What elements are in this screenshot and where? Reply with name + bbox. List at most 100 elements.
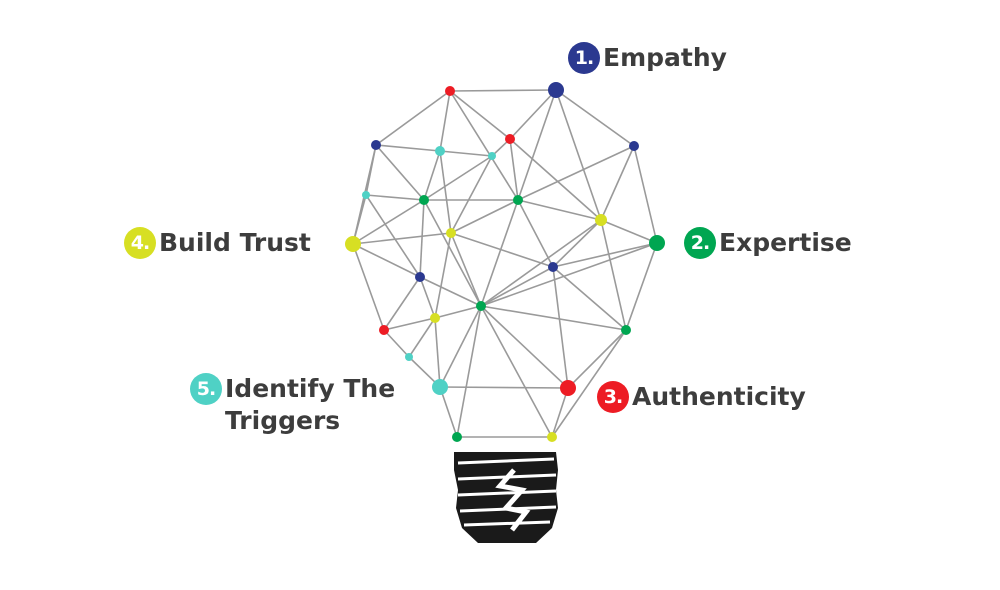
- network-node: [547, 432, 557, 442]
- network-edge: [552, 219, 602, 268]
- network-edge: [383, 276, 421, 331]
- network-node: [345, 236, 361, 252]
- network-node: [629, 141, 639, 151]
- network-node: [548, 82, 564, 98]
- network-edge: [383, 329, 410, 358]
- network-node: [476, 301, 486, 311]
- network-edge: [450, 232, 482, 307]
- network-edge: [434, 232, 452, 319]
- number-badge: 2.: [684, 227, 716, 259]
- network-edge: [480, 305, 569, 389]
- network-edge: [509, 138, 602, 221]
- network-edge: [439, 150, 493, 157]
- network-node: [430, 313, 440, 323]
- item-label: Authenticity: [632, 382, 806, 411]
- network-edge: [450, 232, 554, 268]
- network-node: [432, 379, 448, 395]
- network-edge: [456, 305, 482, 438]
- network-edge: [383, 317, 436, 331]
- network-edge: [419, 276, 482, 307]
- network-edge: [419, 199, 425, 278]
- network-edge: [423, 155, 493, 201]
- network-edge: [517, 145, 635, 201]
- network-edge: [600, 145, 635, 221]
- network-edge: [480, 305, 553, 438]
- network-node: [488, 152, 496, 160]
- network-edge: [551, 329, 627, 438]
- network-edge: [633, 145, 658, 244]
- network-edge: [552, 266, 627, 331]
- network-edge: [352, 243, 421, 278]
- number-badge: 4.: [124, 227, 156, 259]
- network-node: [362, 191, 370, 199]
- network-edge: [480, 199, 519, 307]
- number-badge: 5.: [190, 373, 222, 405]
- network-edge: [375, 90, 451, 146]
- network-edge: [439, 386, 569, 389]
- network-edge: [552, 242, 658, 268]
- network-edge: [552, 266, 569, 389]
- item-label: Identify The Triggers: [225, 374, 396, 435]
- network-edge: [480, 242, 658, 307]
- network-edge: [600, 219, 627, 331]
- network-node: [452, 432, 462, 442]
- network-edge: [439, 150, 452, 234]
- network-node: [548, 262, 558, 272]
- network-edge: [365, 194, 425, 201]
- number-badge: 1.: [568, 42, 600, 74]
- network-node: [379, 325, 389, 335]
- network-edge: [439, 386, 458, 438]
- network-edges: [352, 89, 658, 438]
- network-edge: [480, 266, 554, 307]
- network-edge: [434, 317, 441, 388]
- network-edge: [555, 89, 635, 147]
- item-label: Build Trust: [159, 228, 311, 257]
- network-node: [649, 235, 665, 251]
- network-edge: [439, 90, 451, 152]
- network-edge: [375, 144, 425, 201]
- network-node: [621, 325, 631, 335]
- network-edge: [555, 89, 602, 221]
- network-edge: [352, 232, 452, 245]
- network-edge: [449, 90, 511, 140]
- network-edge: [365, 194, 421, 278]
- network-nodes: [345, 82, 665, 442]
- network-node: [560, 380, 576, 396]
- network-edge: [517, 89, 557, 201]
- network-edge: [423, 150, 441, 201]
- network-edge: [567, 329, 627, 389]
- network-edge: [449, 89, 557, 92]
- network-node: [405, 353, 413, 361]
- item-build-trust: 4. Build Trust: [124, 227, 311, 259]
- network-node: [419, 195, 429, 205]
- network-edge: [423, 199, 482, 307]
- item-label: Expertise: [719, 228, 852, 257]
- network-edge: [551, 387, 569, 438]
- network-edge: [419, 276, 436, 319]
- network-edge: [434, 305, 482, 319]
- network-edge: [375, 144, 441, 152]
- network-edge: [509, 89, 557, 140]
- network-node: [505, 134, 515, 144]
- network-edge: [352, 199, 425, 245]
- network-edge: [517, 199, 554, 268]
- item-expertise: 2. Expertise: [684, 227, 852, 259]
- item-empathy: 1. Empathy: [568, 42, 727, 74]
- item-identify-the-triggers: 5. Identify The Triggers: [190, 373, 395, 437]
- network-edge: [450, 155, 493, 234]
- network-node: [435, 146, 445, 156]
- network-node: [445, 86, 455, 96]
- network-edge: [600, 219, 658, 244]
- network-node: [415, 272, 425, 282]
- network-edge: [480, 305, 627, 331]
- network-edge: [408, 317, 436, 358]
- item-label: Empathy: [603, 43, 727, 72]
- bulb-base-icon: [454, 452, 558, 543]
- network-edge: [517, 199, 602, 221]
- item-authenticity: 3. Authenticity: [597, 381, 806, 413]
- network-edge: [450, 199, 519, 234]
- network-edge: [439, 305, 482, 388]
- network-edge: [449, 90, 519, 201]
